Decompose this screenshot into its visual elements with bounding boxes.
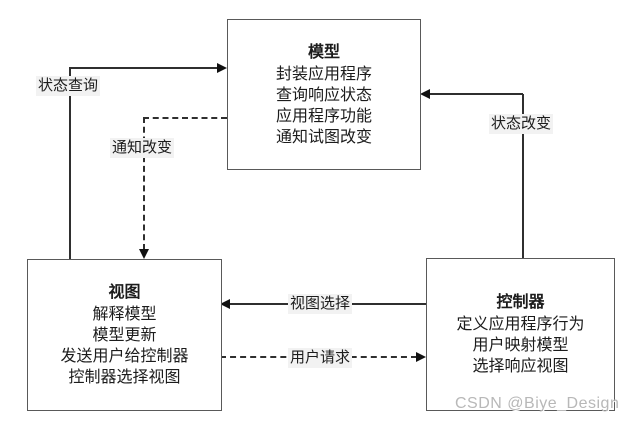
model-box-line: 通知试图改变: [275, 128, 372, 146]
controller-box-title: 控制器: [496, 294, 545, 311]
view-box-line: 控制器选择视图: [68, 369, 181, 386]
view-box: 视图 解释模型 模型更新 发送用户给控制器 控制器选择视图: [27, 259, 222, 411]
view-select-label: 视图选择: [288, 294, 353, 314]
arrowhead-right-icon: [217, 63, 227, 73]
model-box-line: 应用程序功能: [275, 107, 372, 125]
arrowhead-left-icon: [220, 299, 230, 309]
state-change-label: 状态改变: [489, 114, 554, 134]
user-request-label: 用户请求: [288, 348, 353, 368]
state-query-line-vertical: [69, 68, 71, 259]
controller-box-line: 用户映射模型: [472, 337, 569, 354]
state-change-line-horizontal: [429, 93, 523, 95]
model-box-title: 模型: [307, 43, 340, 61]
view-box-line: 模型更新: [92, 327, 157, 344]
arrowhead-left-icon: [420, 89, 430, 99]
controller-box-line: 选择响应视图: [472, 358, 569, 375]
state-query-label: 状态查询: [36, 76, 101, 96]
notify-change-label: 通知改变: [110, 138, 175, 158]
controller-box: 控制器 定义应用程序行为 用户映射模型 选择响应视图: [426, 258, 615, 411]
arrowhead-right-icon: [416, 352, 426, 362]
state-change-line-vertical: [522, 94, 524, 258]
model-box-line: 查询响应状态: [275, 86, 372, 104]
view-box-line: 解释模型: [92, 306, 157, 323]
model-box: 模型 封装应用程序 查询响应状态 应用程序功能 通知试图改变: [227, 19, 421, 170]
watermark: CSDN @Biye_Design: [455, 395, 620, 412]
notify-change-line-horizontal: [143, 117, 227, 119]
arrowhead-down-icon: [139, 249, 149, 259]
state-query-line-horizontal: [69, 67, 218, 69]
model-box-line: 封装应用程序: [275, 65, 372, 83]
view-box-title: 视图: [108, 284, 141, 301]
notify-change-line-vertical: [143, 117, 145, 250]
controller-box-line: 定义应用程序行为: [456, 316, 585, 333]
view-box-line: 发送用户给控制器: [60, 348, 189, 365]
